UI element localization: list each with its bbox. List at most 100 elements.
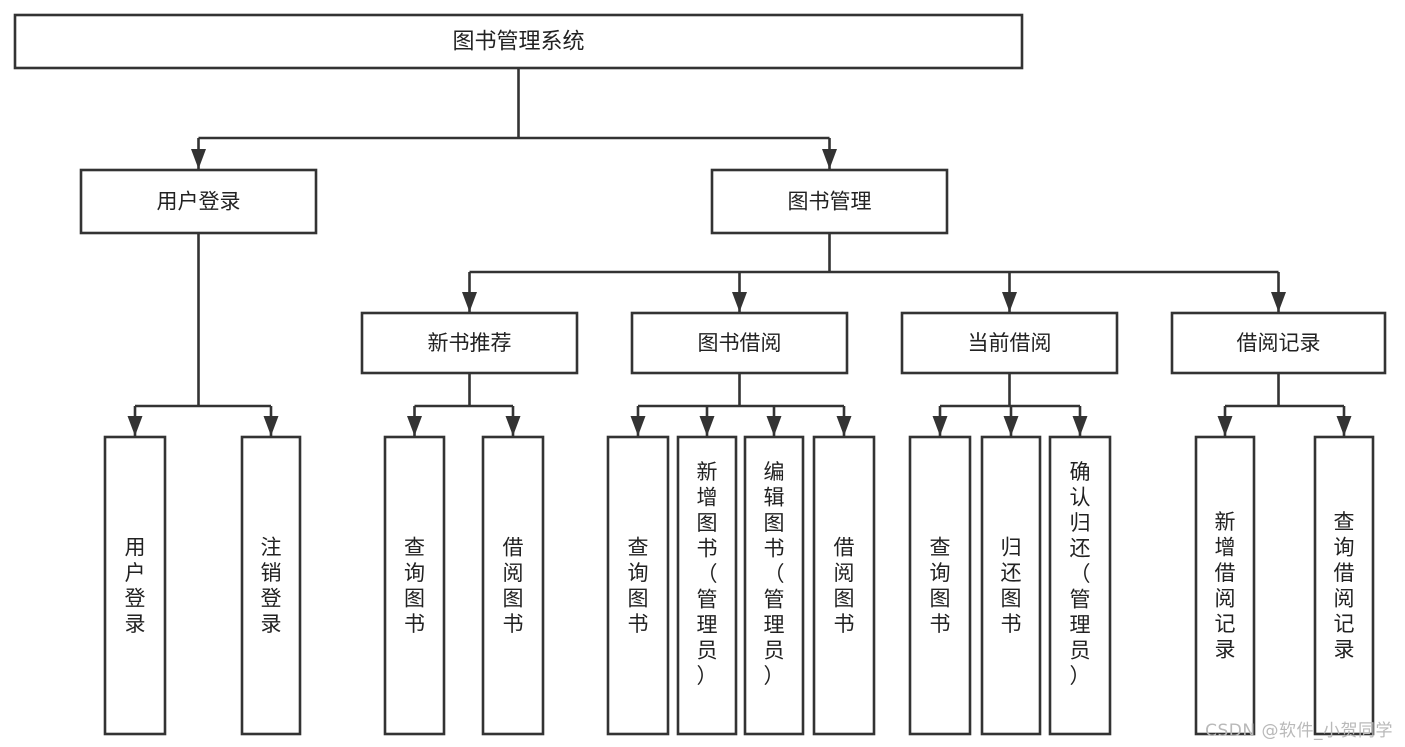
- node-box-new-book-rec[interactable]: [360, 311, 579, 375]
- leaf-label-char: 注: [261, 535, 282, 559]
- node-label-root: 图书管理系统: [452, 30, 584, 55]
- leaf-label-char: 查: [930, 535, 951, 559]
- leaf-label-char: 书: [930, 612, 951, 636]
- leaf-label-char: 书: [404, 612, 425, 636]
- user-login-arrow-icon: [127, 416, 143, 436]
- leaf-label-char: 书: [1001, 612, 1022, 636]
- leaf-box-leaf-confirm-return[interactable]: [1048, 435, 1112, 736]
- leaf-label-char: 归: [1070, 511, 1091, 535]
- leaf-label-char: 管: [764, 587, 785, 611]
- leaf-label-char: 录: [261, 612, 282, 636]
- leaf-label-char: 图: [1001, 586, 1022, 610]
- leaf-label-char: 户: [125, 561, 146, 585]
- node-book-manage[interactable]: 图书管理: [710, 168, 949, 235]
- node-borrow-record[interactable]: 借阅记录: [1170, 311, 1387, 375]
- leaf-box-leaf-user-login[interactable]: [103, 435, 167, 736]
- leaf-box-leaf-add-book[interactable]: [676, 435, 738, 736]
- leaf-box-leaf-edit-book[interactable]: [743, 435, 805, 736]
- leaf-box-leaf-borrow-book-1[interactable]: [481, 435, 545, 736]
- leaf-box-leaf-query-record[interactable]: [1313, 435, 1375, 736]
- leaf-label-char: 还: [1070, 536, 1091, 560]
- leaf-label-char: 书: [628, 612, 649, 636]
- leaf-leaf-user-login[interactable]: 用户登录: [103, 435, 167, 736]
- leaf-box-leaf-borrow-book-2[interactable]: [812, 435, 876, 736]
- node-label-new-book-rec: 新书推荐: [428, 331, 512, 355]
- leaf-box-leaf-add-record[interactable]: [1194, 435, 1256, 736]
- leaf-label-char: 查: [1334, 510, 1355, 534]
- leaf-label-char: 询: [404, 561, 425, 585]
- node-box-current-borrow[interactable]: [900, 311, 1119, 375]
- borrow-record-arrow-icon: [1217, 416, 1233, 436]
- leaf-label-char: 增: [697, 485, 718, 509]
- leaf-label-char: 理: [697, 613, 718, 637]
- leaf-label-char: 认: [1070, 485, 1091, 509]
- leaf-box-leaf-user-logout[interactable]: [240, 435, 302, 736]
- leaf-box-leaf-query-book-3[interactable]: [908, 435, 972, 736]
- node-label-book-manage: 图书管理: [788, 190, 872, 214]
- leaf-label-char: 员: [764, 638, 785, 662]
- leaf-box-leaf-return-book[interactable]: [980, 435, 1042, 736]
- user-login-arrow-icon: [263, 416, 279, 436]
- leaf-label-char: 新: [697, 460, 718, 484]
- node-box-book-borrow[interactable]: [630, 311, 849, 375]
- leaf-label-char: 销: [261, 561, 282, 585]
- node-box-root[interactable]: [13, 13, 1024, 70]
- leaf-label-char: 记: [1215, 612, 1236, 636]
- leaf-label-char: 书: [834, 612, 855, 636]
- node-user-login[interactable]: 用户登录: [79, 168, 318, 235]
- book-borrow-arrow-icon: [630, 416, 646, 436]
- node-box-user-login[interactable]: [79, 168, 318, 235]
- connector-layer: [127, 68, 1352, 436]
- leaf-label-char: 录: [125, 612, 146, 636]
- leaf-label-char: 理: [1070, 613, 1091, 637]
- node-box-borrow-record[interactable]: [1170, 311, 1387, 375]
- node-new-book-rec[interactable]: 新书推荐: [360, 311, 579, 375]
- leaf-label-char: 记: [1334, 612, 1355, 636]
- leaf-label-char: 阅: [834, 561, 855, 585]
- node-root[interactable]: 图书管理系统: [13, 13, 1024, 70]
- book-manage-arrow-icon: [1002, 292, 1017, 312]
- leaf-label-char: 阅: [1334, 586, 1355, 610]
- current-borrow-arrow-icon: [1003, 416, 1019, 436]
- leaf-label-char: 用: [125, 535, 146, 559]
- current-borrow-arrow-icon: [1072, 416, 1088, 436]
- leaf-label-char: 图: [764, 511, 785, 535]
- leaf-label-char: 新: [1215, 510, 1236, 534]
- leaf-label-char: （: [1070, 562, 1091, 586]
- leaf-box-leaf-query-book-1[interactable]: [383, 435, 446, 736]
- leaf-label-char: 阅: [503, 561, 524, 585]
- leaf-label-char: 查: [628, 535, 649, 559]
- leaf-label-char: ）: [1070, 664, 1091, 688]
- root-arrow-icon: [191, 149, 206, 169]
- leaf-label-char: 理: [764, 613, 785, 637]
- leaf-label-char: 阅: [1215, 586, 1236, 610]
- leaf-label-char: 书: [764, 536, 785, 560]
- node-current-borrow[interactable]: 当前借阅: [900, 311, 1119, 375]
- leaf-label-char: 登: [125, 586, 146, 610]
- leaf-label-char: 图: [697, 511, 718, 535]
- leaf-label-char: 图: [834, 586, 855, 610]
- leaf-label-char: 询: [1334, 535, 1355, 559]
- book-manage-arrow-icon: [732, 292, 747, 312]
- leaf-label-char: 编: [764, 460, 785, 484]
- leaf-label-char: ）: [764, 664, 785, 688]
- root-arrow-icon: [822, 149, 837, 169]
- leaf-box-leaf-query-book-2[interactable]: [606, 435, 670, 736]
- node-book-borrow[interactable]: 图书借阅: [630, 311, 849, 375]
- node-layer: 图书管理系统用户登录图书管理新书推荐图书借阅当前借阅借阅记录用户登录注销登录查询…: [13, 13, 1387, 736]
- leaf-label-char: 还: [1001, 561, 1022, 585]
- node-box-book-manage[interactable]: [710, 168, 949, 235]
